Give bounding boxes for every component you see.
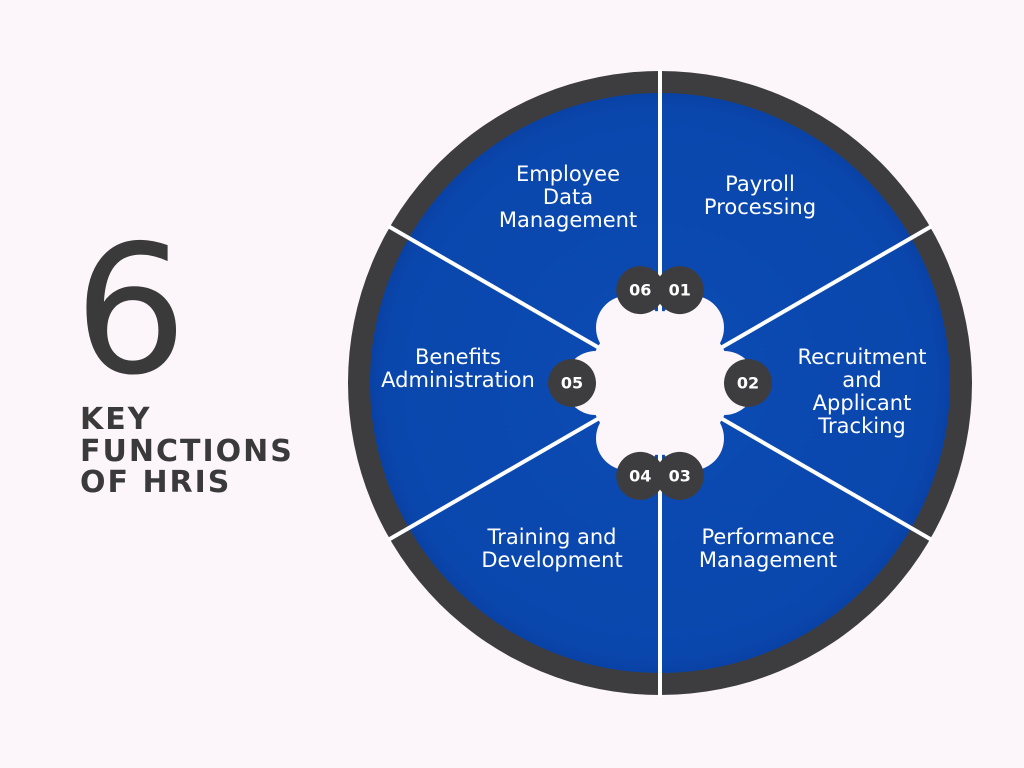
number-badge-02: 02 xyxy=(724,359,772,407)
badge-circle xyxy=(655,266,704,315)
badge-circle xyxy=(548,359,596,407)
badge-number: 02 xyxy=(737,374,759,393)
badge-circle xyxy=(724,359,772,407)
badge-circle xyxy=(655,451,704,500)
segment-05 xyxy=(369,238,660,528)
number-badge-01: 01 xyxy=(655,266,704,315)
function-label-line: Training and xyxy=(486,525,616,549)
number-badge-06: 06 xyxy=(616,266,665,315)
badge-number: 03 xyxy=(669,466,691,485)
function-label-line: Management xyxy=(499,208,637,232)
function-label-line: and xyxy=(842,368,882,392)
function-label-line: Administration xyxy=(381,368,535,392)
function-label-line: Tracking xyxy=(817,414,905,438)
function-label-line: Payroll xyxy=(725,172,795,196)
number-badge-04: 04 xyxy=(616,451,665,500)
subtitle: KEY FUNCTIONS OF HRIS xyxy=(80,402,294,500)
number-badge-03: 03 xyxy=(655,451,704,500)
function-label-line: Performance xyxy=(701,525,834,549)
segment-01 xyxy=(660,93,912,383)
badge-number: 04 xyxy=(629,466,651,485)
segment-03 xyxy=(660,383,912,673)
function-label-line: Recruitment xyxy=(797,345,926,369)
badge-circle xyxy=(616,451,665,500)
segment-06 xyxy=(408,93,660,383)
badge-circle xyxy=(616,266,665,315)
badge-number: 06 xyxy=(629,281,651,300)
segment-04 xyxy=(408,383,660,673)
function-label-line: Employee xyxy=(516,162,620,186)
badge-number: 05 xyxy=(561,374,583,393)
function-label-line: Data xyxy=(543,185,593,209)
badge-number: 01 xyxy=(669,281,691,300)
function-label-line: Management xyxy=(699,548,837,572)
function-label-line: Benefits xyxy=(415,345,501,369)
function-label-line: Processing xyxy=(704,195,816,219)
function-label-line: Development xyxy=(481,548,622,572)
big-number: 6 xyxy=(74,207,188,414)
number-badge-05: 05 xyxy=(548,359,596,407)
function-label-line: Applicant xyxy=(813,391,912,415)
segment-02 xyxy=(660,238,950,528)
